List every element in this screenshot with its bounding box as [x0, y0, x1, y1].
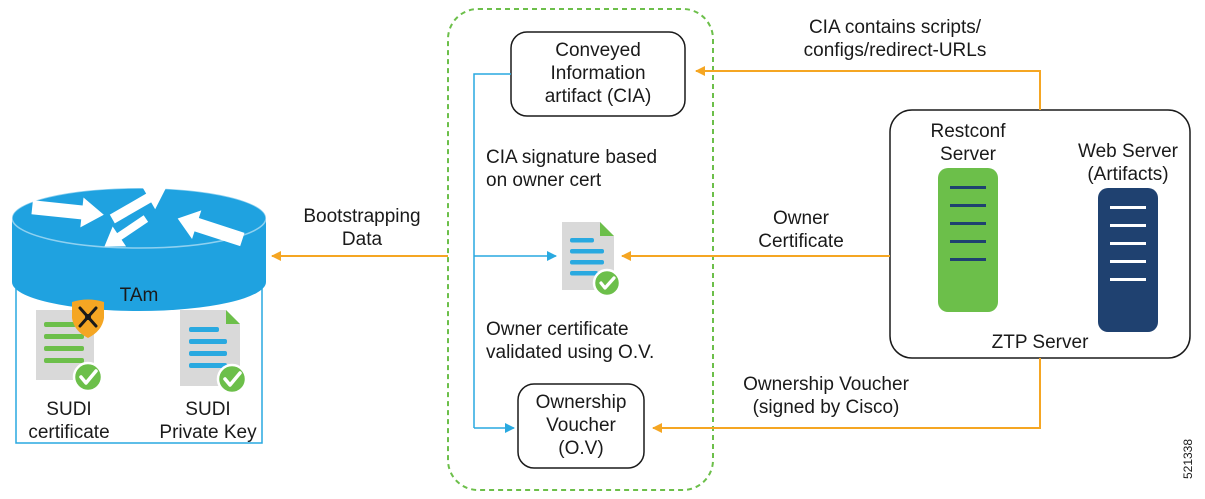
figure-number: 521338	[1181, 438, 1195, 480]
owner-cert-validated-label: Owner certificate validated using O.V.	[486, 319, 655, 363]
key-document-icon	[180, 310, 248, 395]
verification-group-border	[447, 8, 714, 491]
certificate-document-icon	[36, 310, 104, 393]
sudi-private-key-label: SUDI Private Key	[159, 399, 257, 443]
shield-icon	[72, 299, 104, 338]
router-icon	[31, 186, 245, 247]
cia-signature-label: CIA signature based on owner cert	[486, 147, 658, 191]
ownership-voucher-arrow	[652, 358, 1041, 433]
sudi-certificate-label: SUDI certificate	[28, 399, 110, 443]
router-device	[11, 186, 267, 444]
restconf-server-icon	[938, 168, 998, 312]
cia-contents-label: CIA contains scripts/ configs/redirect-U…	[803, 17, 987, 61]
cia-delivery-arrow	[695, 66, 1041, 110]
tam-label: TAm	[119, 285, 159, 306]
cia-link-line	[473, 73, 511, 428]
owner-certificate-label: Owner Certificate	[758, 208, 844, 252]
ov-box	[517, 383, 645, 469]
bootstrapping-data-label: Bootstrapping Data	[303, 206, 421, 250]
web-server-icon	[1098, 188, 1158, 332]
ov-box-label: Ownership Voucher (O.V)	[535, 392, 627, 459]
cia-box-label: Conveyed Information artifact (CIA)	[544, 40, 652, 107]
ztp-server-label: ZTP Server	[991, 332, 1089, 353]
web-server-label: Web Server (Artifacts)	[1078, 141, 1178, 185]
ownership-voucher-label: Ownership Voucher (signed by Cisco)	[743, 374, 909, 418]
restconf-server-label: Restconf Server	[930, 121, 1006, 165]
owner-certificate-icon	[562, 222, 622, 298]
